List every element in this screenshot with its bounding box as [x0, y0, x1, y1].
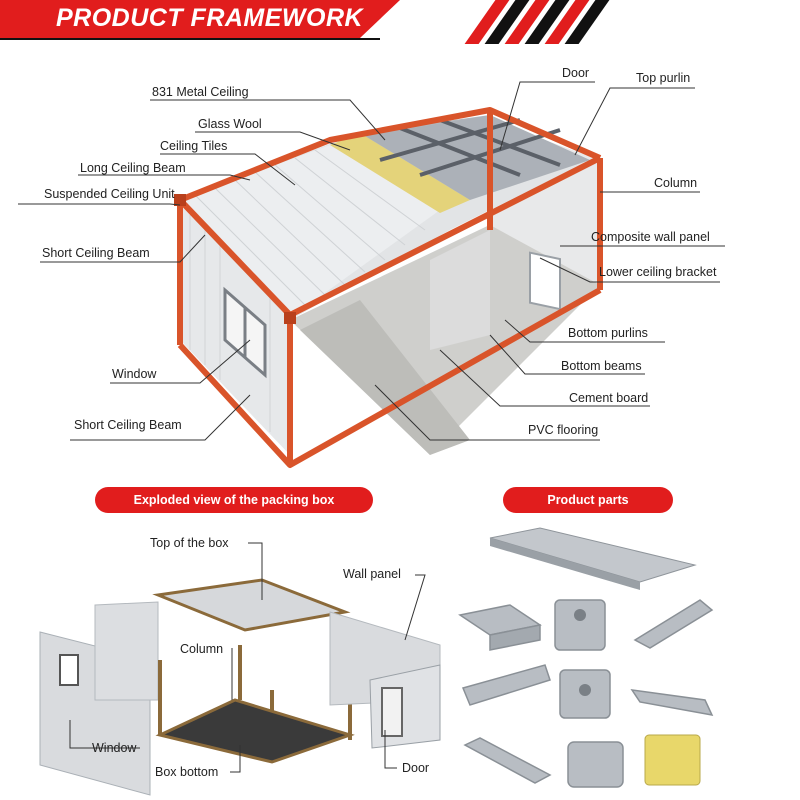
label-top-purlin: Top purlin [636, 71, 691, 85]
header-banner: PRODUCT FRAMEWORK [0, 0, 800, 44]
floor-tiles [300, 300, 470, 455]
part-glass-wool [644, 734, 701, 786]
label-column: Column [654, 176, 698, 190]
back-window [529, 251, 561, 311]
label-exploded-window: Window [92, 741, 137, 755]
part-bracket [567, 741, 624, 788]
exploded-leader-lines [69, 542, 426, 773]
exploded-box-top [152, 578, 351, 632]
short-wall-ribs [189, 215, 271, 432]
part-corner-block [554, 599, 606, 651]
label-glass-wool: Glass Wool [198, 117, 262, 131]
label-long-ceiling-beam: Long Ceiling Beam [80, 161, 186, 175]
label-ceiling-tiles: Ceiling Tiles [160, 139, 228, 153]
part-gutter [461, 664, 551, 706]
exploded-box-bottom [155, 698, 355, 764]
part-rail [463, 737, 552, 784]
part-floor-frame [489, 527, 697, 583]
leader-lines-left [18, 99, 386, 441]
label-exploded-door: Door [402, 761, 430, 775]
label-short-ceiling-beam-top: Short Ceiling Beam [42, 246, 150, 260]
corner-fitting [174, 194, 186, 206]
glass-wool [330, 133, 470, 213]
label-window: Window [112, 367, 157, 381]
label-cement-board: Cement board [569, 391, 649, 405]
label-door: Door [562, 66, 590, 80]
page-title: PRODUCT FRAMEWORK [56, 4, 364, 32]
exploded-door [381, 687, 403, 737]
label-wall-panel: Wall panel [343, 567, 401, 581]
exploded-view-heading: Exploded view of the packing box [95, 487, 373, 513]
label-pvc-flooring: PVC flooring [528, 423, 599, 437]
corner-fitting [284, 312, 296, 324]
label-suspended-ceiling-unit: Suspended Ceiling Unit [44, 187, 175, 201]
label-short-ceiling-beam-bottom: Short Ceiling Beam [74, 418, 182, 432]
leader-lines-right [374, 81, 725, 441]
label-lower-ceiling-bracket: Lower ceiling bracket [599, 265, 717, 279]
product-parts-illustration [458, 527, 714, 788]
exploded-door-panel [369, 664, 441, 749]
exploded-window [59, 654, 79, 686]
partition-wall [430, 230, 490, 350]
label-exploded-column: Column [180, 642, 224, 656]
header-underline [0, 38, 380, 40]
part-channel [633, 599, 714, 649]
label-box-bottom: Box bottom [155, 765, 219, 779]
ceiling-corrugation [194, 149, 426, 306]
label-composite-wall-panel: Composite wall panel [591, 230, 710, 244]
label-bottom-beams: Bottom beams [561, 359, 642, 373]
header-red-band [0, 0, 400, 38]
product-parts-heading: Product parts [503, 487, 673, 513]
label-bottom-purlins: Bottom purlins [568, 326, 648, 340]
exploded-view-illustration [39, 578, 441, 796]
label-831-metal-ceiling: 831 Metal Ceiling [152, 85, 249, 99]
label-top-of-the-box: Top of the box [150, 536, 229, 550]
part-floor-frame-edge [490, 538, 640, 590]
part-angle [630, 689, 714, 716]
ceiling-tiles [180, 145, 440, 318]
exploded-back-wall [94, 601, 159, 701]
